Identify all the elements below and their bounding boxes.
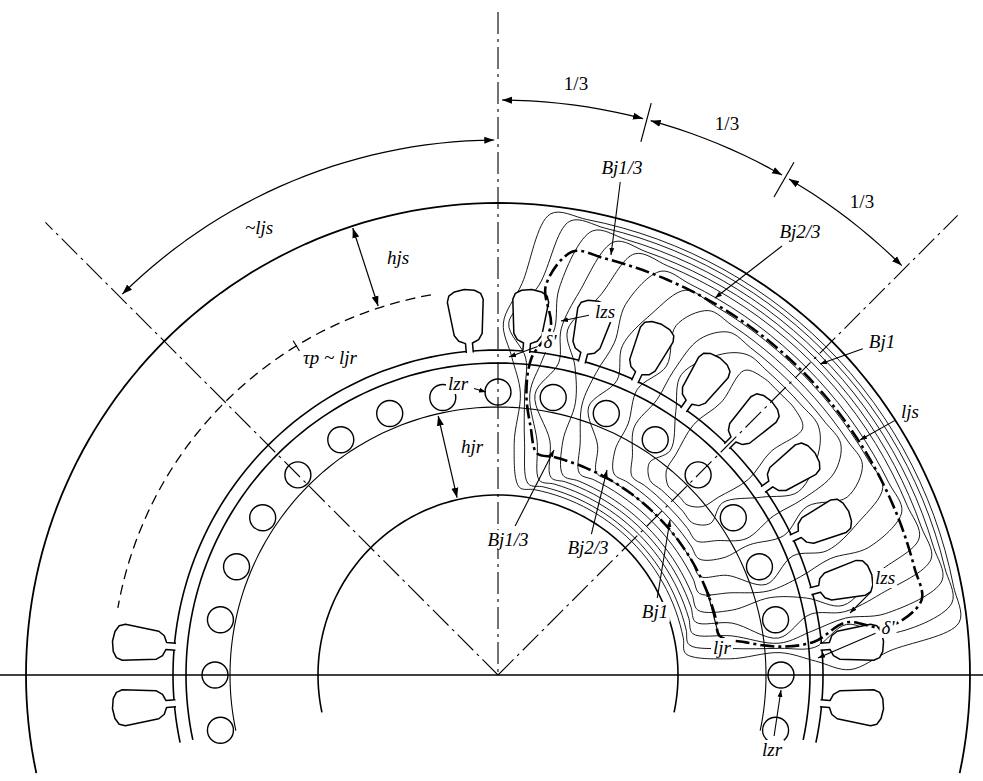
dimension-label: 1/3 bbox=[713, 114, 741, 134]
stator-slot bbox=[681, 353, 730, 412]
leader-line bbox=[860, 420, 895, 440]
rotor-bar bbox=[250, 505, 276, 531]
stator-slot bbox=[790, 499, 852, 543]
flux-line bbox=[509, 220, 954, 649]
third-pitch-dimension bbox=[502, 100, 643, 119]
stator-slot bbox=[112, 690, 176, 726]
axes bbox=[0, 12, 983, 675]
dimension-label: Bj1/3 bbox=[599, 158, 644, 178]
leader-line bbox=[850, 592, 871, 613]
dimension-label: 1/3 bbox=[562, 74, 590, 94]
dimension-label: 1/3 bbox=[848, 192, 876, 212]
rotor-bar bbox=[377, 401, 403, 427]
rotor-bar bbox=[540, 384, 566, 410]
stator-slot bbox=[820, 624, 884, 660]
leader-line bbox=[818, 633, 876, 658]
dimension-label: lzr bbox=[446, 374, 470, 394]
stator-slot bbox=[447, 289, 483, 353]
leader-line bbox=[515, 450, 554, 526]
leader-line bbox=[707, 590, 718, 634]
rotor-bar-bottom-circle bbox=[230, 407, 766, 731]
rotor-bar bbox=[593, 401, 619, 427]
leader-line bbox=[611, 182, 620, 255]
dimension-label: lzr bbox=[760, 740, 784, 760]
leader-line bbox=[820, 349, 863, 364]
stator-slot bbox=[630, 322, 674, 384]
dimension-label: lzs bbox=[593, 302, 617, 322]
stator-slot bbox=[112, 624, 176, 660]
yoke-height-dimension bbox=[353, 228, 378, 306]
pole-axis-line bbox=[45, 222, 498, 675]
dimension-label: Bj1/3 bbox=[485, 530, 530, 550]
rotor-bar bbox=[642, 427, 668, 453]
dimension-tick bbox=[293, 341, 299, 351]
leader-line bbox=[657, 520, 670, 598]
dimension-tick bbox=[641, 103, 651, 142]
vertical-axis bbox=[497, 12, 498, 675]
rotor-bar bbox=[746, 554, 772, 580]
rotor-bar bbox=[207, 607, 233, 633]
dimension-label: δ' bbox=[542, 332, 559, 352]
dimension-label: Bj2/3 bbox=[777, 222, 822, 242]
dimension-label: hjs bbox=[385, 248, 411, 268]
rotor-bar bbox=[207, 717, 233, 743]
dimensions bbox=[122, 100, 901, 498]
rotor-bar bbox=[720, 505, 746, 531]
leader-lines bbox=[474, 182, 895, 736]
pole-axis-line bbox=[498, 215, 958, 675]
yoke-length-dimension bbox=[122, 140, 494, 294]
dimension-tick bbox=[774, 162, 794, 197]
dimension-label: ljs bbox=[899, 402, 921, 422]
rotor-bar bbox=[224, 554, 250, 580]
dimension-label: τp ~ ljr bbox=[301, 348, 359, 368]
stator-slot bbox=[820, 690, 884, 726]
stator-slot bbox=[761, 443, 820, 492]
rotor-bar bbox=[328, 427, 354, 453]
leader-line bbox=[774, 690, 781, 736]
dimension-label: ~ljs bbox=[243, 218, 275, 238]
dimension-label: δ' bbox=[880, 618, 897, 638]
dimension-label: Bj1 bbox=[867, 332, 897, 352]
dimension-label: hjr bbox=[459, 437, 485, 457]
dimension-label: Bj1 bbox=[640, 602, 670, 622]
leader-line bbox=[509, 347, 538, 357]
mean-flux-path bbox=[526, 251, 922, 647]
mean-flux-line bbox=[526, 251, 922, 647]
rotor-inner-circle bbox=[318, 495, 678, 712]
leader-line bbox=[561, 315, 589, 321]
rotor-bar bbox=[763, 607, 789, 633]
yoke-height-dimension bbox=[438, 416, 457, 498]
dimension-label: lzs bbox=[873, 568, 897, 588]
leader-line bbox=[591, 470, 607, 534]
horizontal-axis bbox=[0, 674, 983, 675]
leader-line bbox=[474, 389, 486, 392]
dimension-label: Bj2/3 bbox=[565, 538, 610, 558]
leader-line bbox=[715, 246, 782, 298]
stator-slot bbox=[810, 560, 873, 600]
dimension-label: ljr bbox=[711, 638, 733, 658]
